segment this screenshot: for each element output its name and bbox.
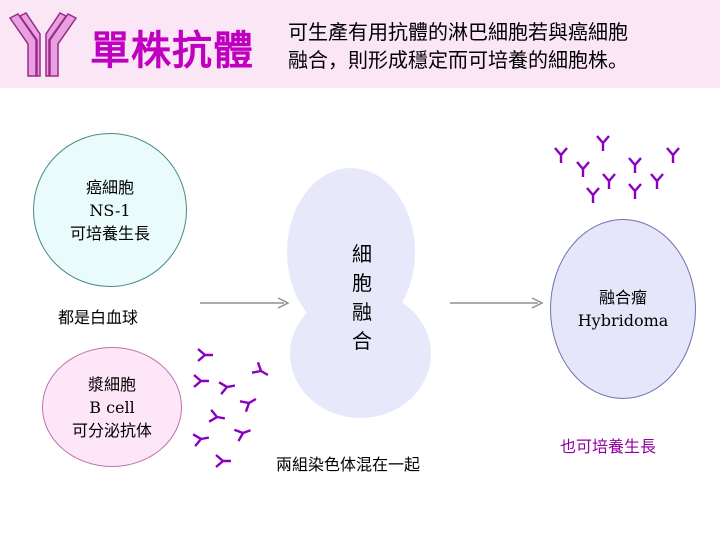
b-cell-note: 可分泌抗体 [71,420,152,440]
antibody-icon [586,187,600,203]
cancer-cell-circle: 癌細胞 NS-1 可培養生長 [33,133,187,287]
cancer-cell-code: NS-1 [89,200,131,220]
antibody-icon [197,348,213,362]
cancer-cell-name: 癌細胞 [85,177,134,197]
antibody-icon [628,183,642,199]
antibody-icon [251,361,269,377]
cancer-cell-note: 可培養生長 [69,223,150,243]
hybridoma-ellipse: 融合瘤 Hybridoma [550,219,696,399]
subtitle-line-2: 融合，則形成穩定而可培養的細胞株。 [288,48,628,72]
antibody-icon [576,161,590,177]
cell-fusion-label: 細 胞 融 合 [342,240,382,356]
antibody-icon [666,147,680,163]
antibody-icon [628,157,642,173]
fusion-blob-bottom [290,290,431,418]
antibody-icon [596,135,610,151]
b-cell-code: B cell [89,397,135,417]
antibody-icon [218,381,236,395]
antibody-icon [215,454,231,468]
antibody-icon [208,409,226,423]
chromosome-mix-label: 兩組染色体混在一起 [276,455,421,474]
culture-growth-label: 也可培養生長 [560,437,657,456]
fusion-char-2: 胞 [352,271,372,295]
antibody-icon [233,428,251,442]
subtitle-line-1: 可生產有用抗體的淋巴細胞若與癌細胞 [288,20,628,44]
fusion-char-1: 細 [352,242,372,266]
fusion-char-3: 融 [352,300,372,324]
b-cell-name: 漿細胞 [87,374,136,394]
antibody-icon [193,374,209,388]
arrow-to-fusion-icon [200,297,290,309]
antibody-icon [239,397,257,413]
antibody-icon [602,173,616,189]
arrow-to-hybridoma-icon [450,297,544,309]
antibody-icon [650,173,664,189]
white-blood-cell-label: 都是白血球 [58,308,139,327]
antibody-y-icon [8,12,78,77]
hybridoma-code: Hybridoma [577,311,669,330]
header-banner: 單株抗體 可生產有用抗體的淋巴細胞若與癌細胞 融合，則形成穩定而可培養的細胞株。 [0,0,720,88]
b-cell-circle: 漿細胞 B cell 可分泌抗体 [42,347,182,467]
header-subtitle: 可生產有用抗體的淋巴細胞若與癌細胞 融合，則形成穩定而可培養的細胞株。 [288,18,708,74]
fusion-char-4: 合 [352,329,372,353]
antibody-icon [192,433,210,447]
antibody-icon [554,147,568,163]
page-title: 單株抗體 [90,28,254,74]
hybridoma-name: 融合瘤 [598,288,647,307]
